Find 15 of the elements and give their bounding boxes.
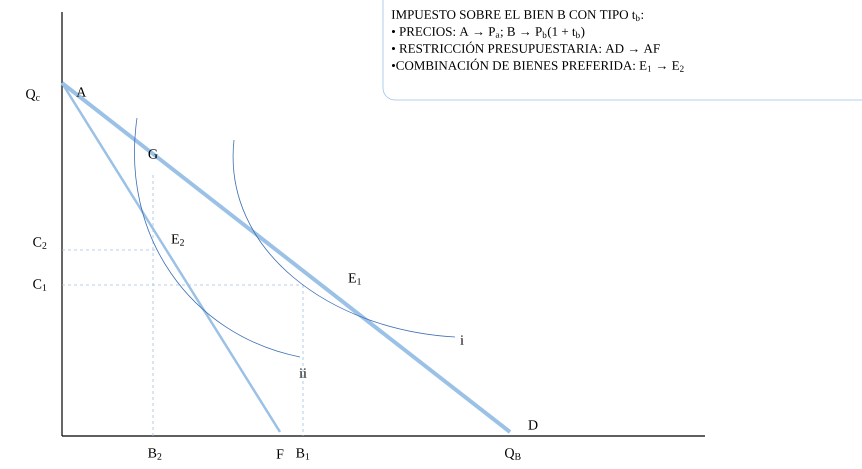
axis-label: C$_{1}$: [33, 279, 46, 291]
axis-label: Q$_{B}$: [505, 448, 521, 460]
axis-label: B$_{2}$: [148, 448, 162, 460]
axis-label: A: [76, 87, 86, 97]
axis-label: i: [460, 335, 464, 345]
axis-label: F: [276, 449, 284, 459]
info-box: IMPUESTO SOBRE EL BIEN B CON TIPO t$_{b}$: • PRECIOS: A → P$_{a}$; B → P$_{b}$(1 + t$_{b}$) • RESTRICCIÓN PRESUPUESTARIA: AD → AF •COMBINACIÓN DE BIENES PREFERIDA: E$_{1}$ → E$_{2}$: [382, 0, 862, 100]
axis-label: G: [148, 149, 158, 159]
axis-label: E$_{2}$: [171, 234, 184, 246]
axis-label: E$_{1}$: [348, 273, 361, 285]
axis-label: C$_{2}$: [33, 237, 46, 249]
axis-label: ii: [299, 368, 307, 378]
axis-label: B$_{1}$: [296, 448, 310, 460]
axis-label: D: [528, 420, 538, 430]
axis-label: Q$_{c}$: [26, 89, 40, 101]
